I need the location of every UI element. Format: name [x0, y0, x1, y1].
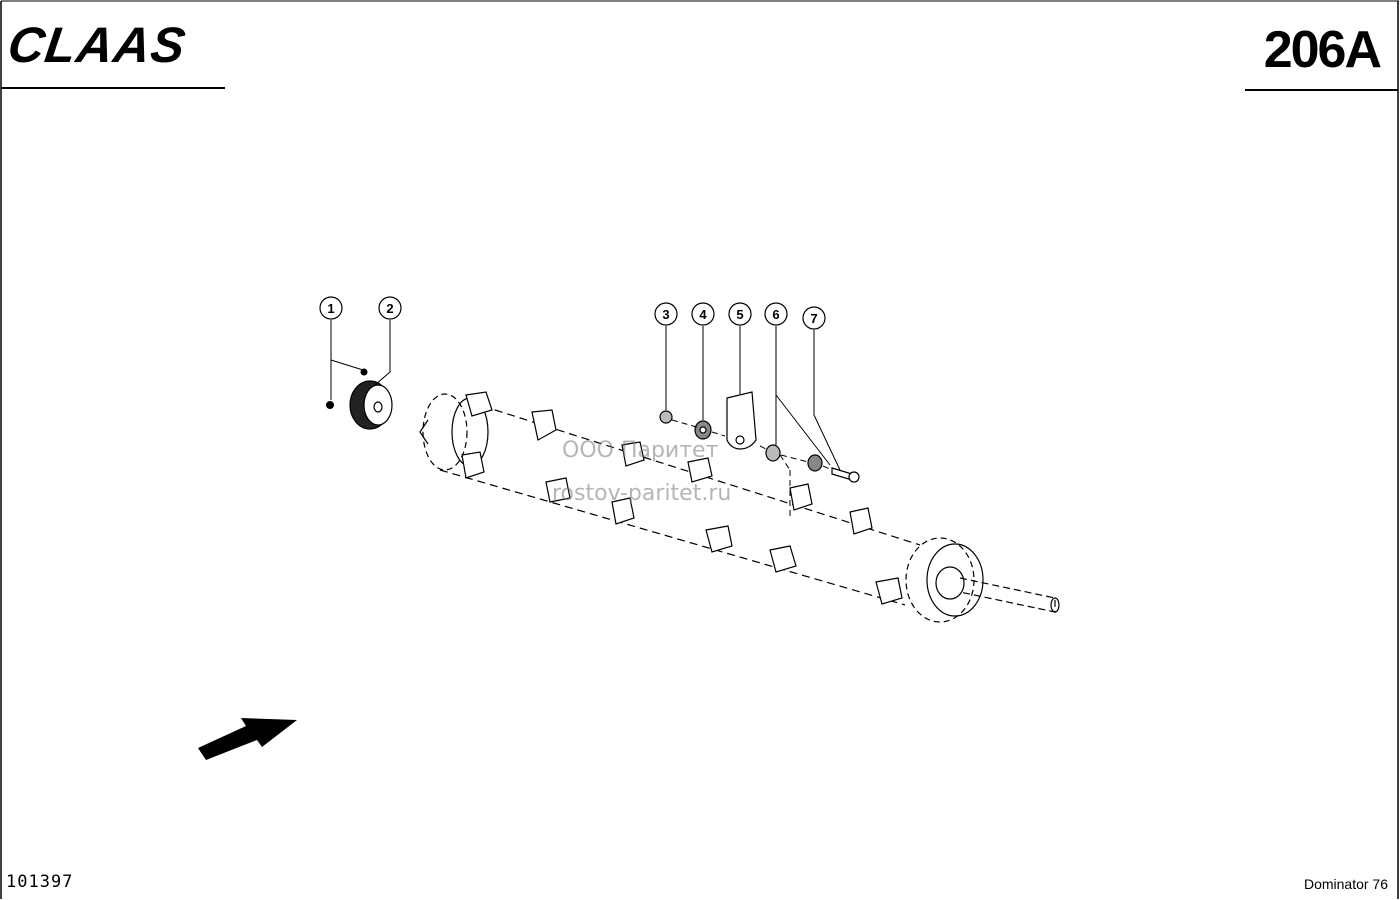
direction-arrow-icon	[198, 718, 297, 760]
sprocket-gear	[349, 380, 393, 430]
claas-logo: CLAAS	[10, 20, 190, 70]
watermark-site: rostov-paritet.ru	[552, 481, 732, 506]
callout-2: 2	[378, 296, 402, 320]
svg-text:6: 6	[772, 307, 779, 322]
svg-text:3: 3	[662, 307, 669, 322]
shaft-stub	[959, 577, 1056, 613]
svg-text:2: 2	[386, 301, 393, 316]
svg-text:4: 4	[699, 307, 707, 322]
document-id: 101397	[6, 872, 74, 892]
nut	[659, 410, 673, 424]
left-end-cap	[422, 393, 468, 471]
claas-logo-text: CLAAS	[10, 20, 190, 70]
model-name: Dominator 76	[1303, 876, 1388, 892]
leader-lines	[330, 320, 841, 471]
callout-4: 4	[691, 302, 715, 326]
plate	[726, 391, 757, 450]
watermark-company: ООО Паритет	[562, 438, 719, 463]
callout-1: 1	[319, 296, 343, 320]
right-end-flange	[905, 537, 975, 623]
svg-text:7: 7	[810, 311, 817, 326]
hardware-stack	[659, 391, 860, 483]
page-number: 206A	[1263, 21, 1382, 79]
lock-washer	[807, 454, 823, 472]
callout-5: 5	[728, 302, 752, 326]
svg-text:5: 5	[736, 307, 743, 322]
callout-6: 6	[764, 302, 788, 326]
tine-brackets	[461, 391, 903, 605]
spacer	[765, 444, 781, 462]
shaft-lower-edge	[439, 469, 906, 606]
callout-3: 3	[654, 302, 678, 326]
callout-7: 7	[802, 306, 826, 330]
svg-text:1: 1	[327, 301, 334, 316]
